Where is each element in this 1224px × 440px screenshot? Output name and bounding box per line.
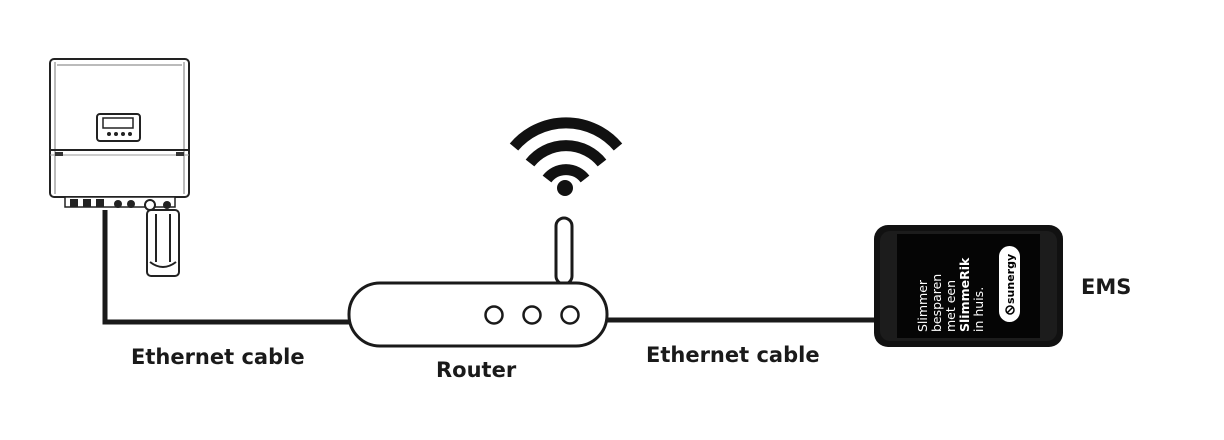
ems-screen-line1: Slimmer bbox=[915, 279, 930, 332]
wifi-icon bbox=[509, 117, 623, 196]
ems-device-icon: Slimmer besparen met een SlimmeRik in hu… bbox=[874, 225, 1063, 347]
ems-screen-line3: met een bbox=[943, 280, 958, 332]
ethernet-cable-left bbox=[102, 210, 352, 325]
ems-screen-line5: in huis. bbox=[971, 287, 986, 332]
ems-screen-line2: besparen bbox=[929, 274, 944, 332]
ethernet-cable-left-label: Ethernet cable bbox=[131, 345, 305, 369]
router-icon bbox=[347, 216, 609, 348]
ems-screen-line4: SlimmeRik bbox=[957, 257, 972, 332]
ems-brand: sunergy bbox=[1004, 254, 1017, 304]
ethernet-cable-right-label: Ethernet cable bbox=[646, 343, 820, 367]
brand-logo-icon bbox=[1005, 305, 1015, 315]
inverter-icon bbox=[49, 58, 190, 277]
router-label: Router bbox=[436, 358, 517, 382]
ems-label: EMS bbox=[1081, 275, 1132, 299]
